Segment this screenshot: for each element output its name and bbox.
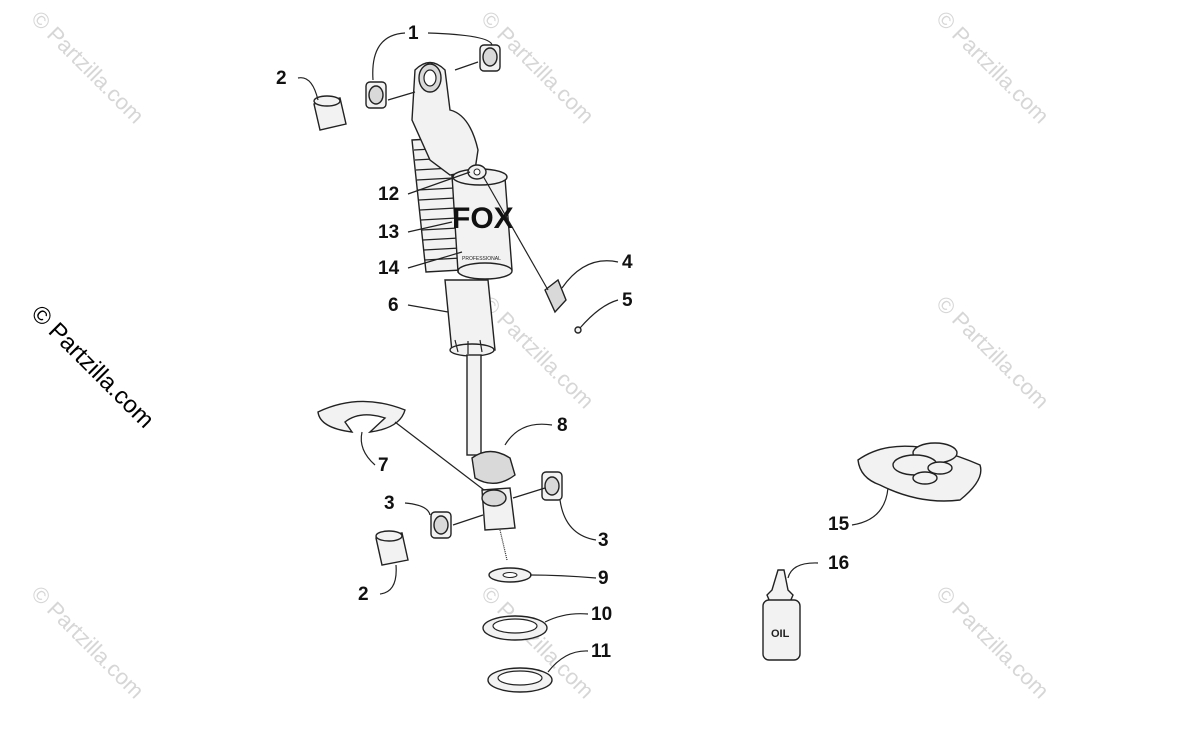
watermark-mid-center: © Partzilla.com xyxy=(476,291,599,414)
washer xyxy=(488,567,532,583)
callouts: 1 2 12 13 14 4 5 6 8 7 3 3 9 2 10 11 15 … xyxy=(276,23,850,662)
callout-12: 12 xyxy=(378,184,399,205)
callout-5: 5 xyxy=(622,290,633,311)
spanner-nut-lower xyxy=(487,667,553,693)
top-bushing-right xyxy=(479,44,501,72)
lower-bushing-right xyxy=(541,471,563,501)
watermark-bottom-right: © Partzilla.com xyxy=(931,581,1054,704)
callout-2-bottom: 2 xyxy=(358,584,369,605)
top-spacer xyxy=(313,95,347,131)
lower-spacer xyxy=(375,530,409,566)
lower-eyelet xyxy=(481,487,516,531)
spanner-nut-upper xyxy=(482,615,548,641)
bump-stop xyxy=(471,450,516,484)
callout-8: 8 xyxy=(557,415,568,436)
shock-assembly: FOX PROFESSIONAL xyxy=(411,61,516,531)
spring-retainer xyxy=(317,400,406,433)
shock-brand-label: FOX xyxy=(452,202,514,235)
oil-bottle: OIL xyxy=(762,569,801,661)
shock-subtext-label: PROFESSIONAL xyxy=(462,256,501,262)
callout-9: 9 xyxy=(598,568,609,589)
adjuster-knob xyxy=(544,278,567,314)
watermark-top-left: © Partzilla.com xyxy=(26,6,149,129)
watermark-bottom-left: © Partzilla.com xyxy=(26,581,149,704)
oil-bottle-label: OIL xyxy=(771,628,790,640)
seal-kit xyxy=(857,442,982,502)
callout-2-top: 2 xyxy=(276,68,287,89)
valve-cap xyxy=(467,164,487,180)
callout-11: 11 xyxy=(591,641,612,662)
callout-15: 15 xyxy=(828,514,850,535)
watermarks: © Partzilla.com © Partzilla.com © Partzi… xyxy=(26,6,1054,704)
watermark-main: © Partzilla.com xyxy=(26,300,159,433)
lower-sleeve xyxy=(444,279,496,357)
piston-rod xyxy=(466,354,482,456)
watermark-top-right: © Partzilla.com xyxy=(931,6,1054,129)
callout-10: 10 xyxy=(591,604,612,625)
callout-6: 6 xyxy=(388,295,399,316)
reservoir-canister: FOX PROFESSIONAL xyxy=(451,168,514,280)
top-bushing-left xyxy=(365,81,387,109)
leader-lines xyxy=(297,32,889,673)
callout-7: 7 xyxy=(378,455,389,476)
callout-3-left: 3 xyxy=(384,493,395,514)
shock-top-mount xyxy=(411,61,479,176)
callout-1: 1 xyxy=(408,23,419,44)
callout-13: 13 xyxy=(378,222,399,243)
watermark-mid-right: © Partzilla.com xyxy=(931,291,1054,414)
callout-3-right: 3 xyxy=(598,530,609,551)
callout-14: 14 xyxy=(378,258,400,279)
callout-4: 4 xyxy=(622,252,633,273)
knob-screw xyxy=(574,326,582,334)
lower-bushing-left xyxy=(430,511,452,539)
callout-16: 16 xyxy=(828,553,849,574)
